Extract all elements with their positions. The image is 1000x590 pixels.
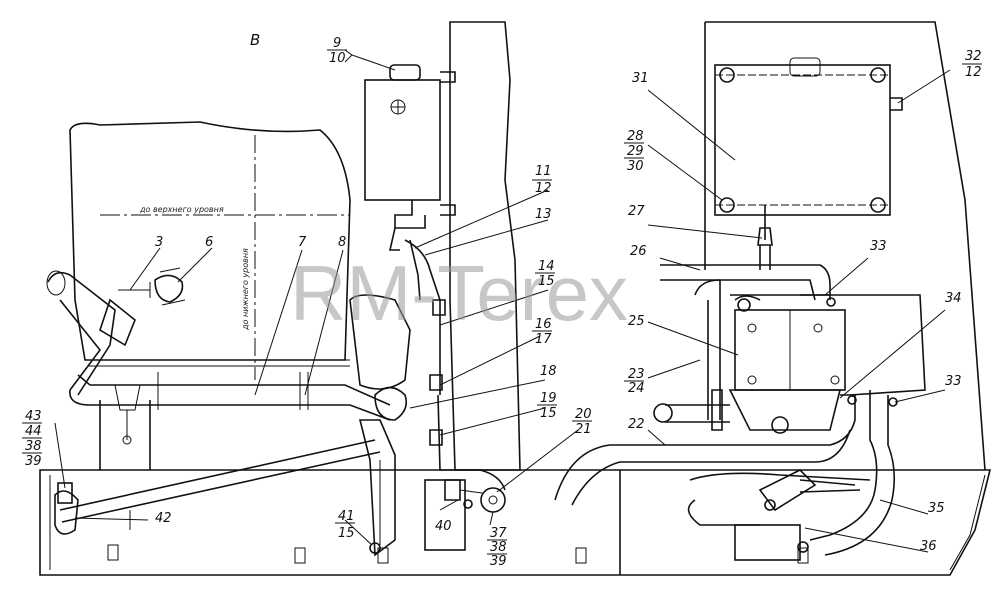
callout: 16 — [535, 317, 552, 332]
callout: 44 — [25, 424, 42, 439]
callout: 42 — [155, 511, 172, 526]
callout: 15 — [540, 406, 557, 421]
callout: 17 — [535, 332, 552, 347]
callout: 15 — [538, 274, 555, 289]
callout: 31 — [632, 71, 649, 86]
callout: 8 — [338, 235, 346, 250]
callout: 18 — [540, 364, 557, 379]
heater-unit — [554, 264, 926, 506]
callout: 40 — [435, 519, 452, 534]
fuel-tank: до верхнего уровня до нижнего уровня — [69, 121, 351, 380]
callout: 39 — [490, 554, 507, 569]
callout: 32 — [965, 49, 982, 64]
callout: 24 — [628, 381, 645, 396]
callout: 34 — [945, 291, 962, 306]
callout: 6 — [205, 235, 213, 250]
callout: 3 — [155, 235, 163, 250]
callout: 29 — [627, 144, 644, 159]
callout: 12 — [965, 65, 982, 80]
callout: 37 — [490, 526, 507, 541]
callout: 36 — [920, 539, 937, 554]
center-column — [449, 21, 521, 471]
watermark: RM-Terex — [290, 249, 628, 337]
callout: 14 — [538, 259, 555, 274]
section-label: В — [250, 31, 260, 49]
callout: 22 — [628, 417, 645, 432]
left-pipe — [46, 267, 391, 421]
callout: 38 — [490, 540, 507, 555]
callout: 26 — [630, 244, 647, 259]
base-frame — [39, 469, 992, 576]
diagonal-pipe — [54, 439, 381, 535]
callout: 43 — [25, 409, 42, 424]
callout: 41 — [338, 509, 355, 524]
expansion-tank — [364, 64, 456, 251]
callout: 25 — [628, 314, 645, 329]
callouts: 9 10 3 6 7 8 11 12 13 14 15 16 17 18 19 … — [25, 36, 982, 569]
callout: 21 — [575, 422, 592, 437]
callout: 20 — [575, 407, 592, 422]
callout: 15 — [338, 526, 355, 541]
leader-lines — [54, 49, 951, 553]
callout: 10 — [329, 51, 346, 66]
callout: 23 — [628, 367, 645, 382]
callout: 39 — [25, 454, 42, 469]
callout: 27 — [628, 204, 645, 219]
callout: 30 — [627, 159, 644, 174]
callout: 35 — [928, 501, 945, 516]
callout: 12 — [535, 181, 552, 196]
tank-level-annotation: до верхнего уровня — [139, 205, 224, 214]
tank-side-annotation: до нижнего уровня — [241, 248, 250, 331]
filter-assembly — [349, 239, 506, 557]
right-panel — [704, 21, 986, 471]
callout: 13 — [535, 207, 552, 222]
tank-support — [99, 384, 151, 470]
callout: 9 — [333, 36, 341, 51]
callout: 33 — [945, 374, 962, 389]
pump-assembly — [687, 390, 898, 561]
callout: 38 — [25, 439, 42, 454]
callout: 28 — [627, 129, 644, 144]
callout: 19 — [540, 391, 557, 406]
callout: 33 — [870, 239, 887, 254]
callout: 7 — [298, 235, 307, 250]
callout-underlines — [22, 49, 982, 555]
drain-fitting — [424, 479, 506, 551]
callout: 11 — [535, 164, 552, 179]
